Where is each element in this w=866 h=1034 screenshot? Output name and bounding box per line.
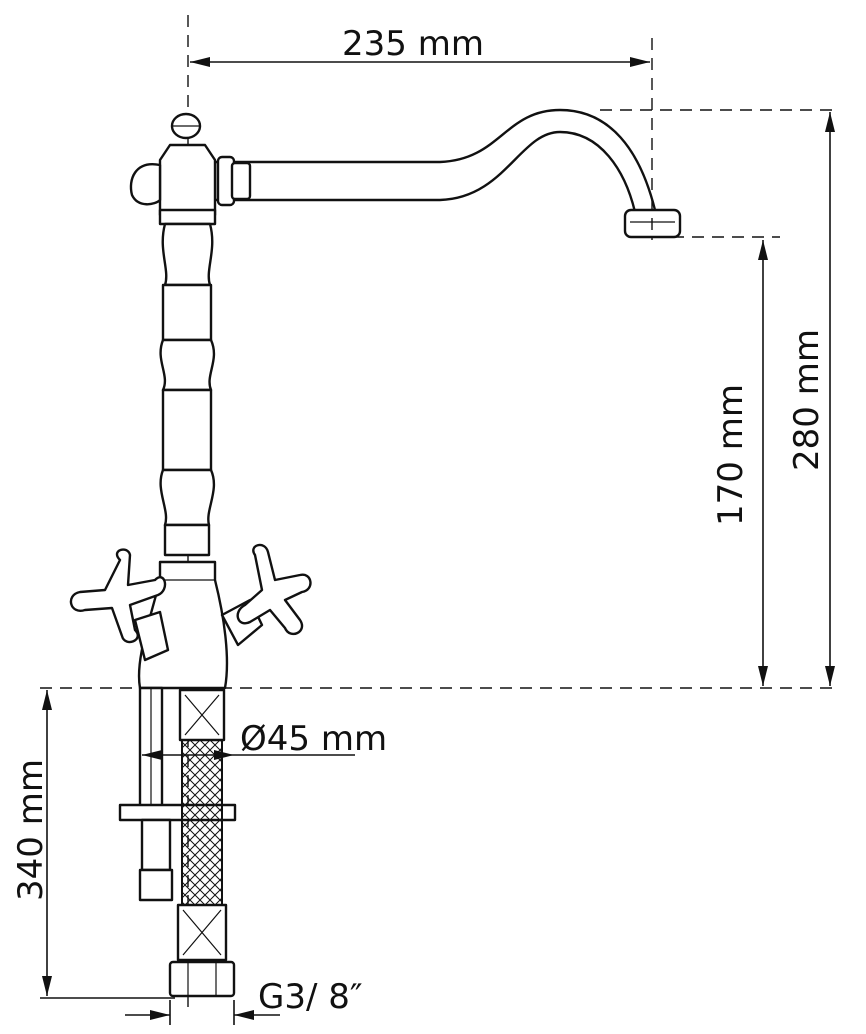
- label-hose-length: 340 mm: [11, 759, 51, 901]
- spout: [213, 108, 657, 214]
- label-spout-reach: 235 mm: [342, 24, 484, 64]
- side-knob: [129, 163, 162, 206]
- mounting-hardware: [118, 686, 237, 998]
- faucet-body: [69, 108, 682, 690]
- label-connection-thread: G3/ 8″: [258, 977, 363, 1017]
- label-base-diameter: Ø45 mm: [240, 719, 387, 759]
- right-cross-handle: [220, 543, 312, 647]
- hose-nut: [168, 960, 236, 998]
- label-spout-height: 170 mm: [711, 384, 751, 526]
- left-cross-handle: [69, 548, 170, 662]
- label-total-height: 280 mm: [787, 329, 827, 471]
